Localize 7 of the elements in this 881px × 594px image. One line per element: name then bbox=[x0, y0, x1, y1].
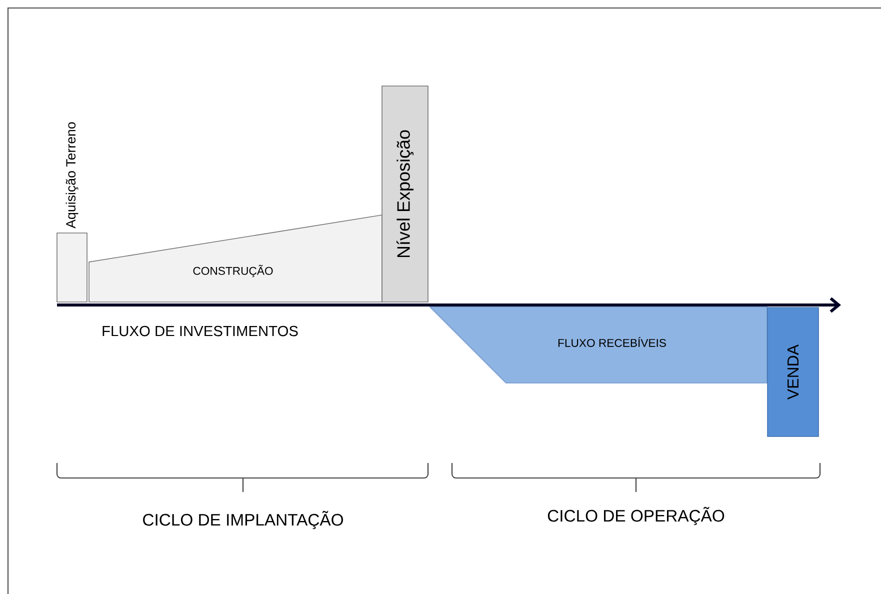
sale-bar: VENDA bbox=[767, 307, 819, 437]
axis-label: CICLO DE IMPLANTAÇÃO bbox=[143, 510, 343, 530]
axis-label: CICLO DE OPERAÇÃO bbox=[548, 506, 724, 526]
land-box: Aquisição Terreno bbox=[56, 122, 88, 302]
axis-label: FLUXO DE INVESTIMENTOS bbox=[102, 326, 298, 336]
node-label: Aquisição Terreno bbox=[66, 122, 78, 228]
exposure-bar: Nível Exposição bbox=[382, 86, 428, 302]
